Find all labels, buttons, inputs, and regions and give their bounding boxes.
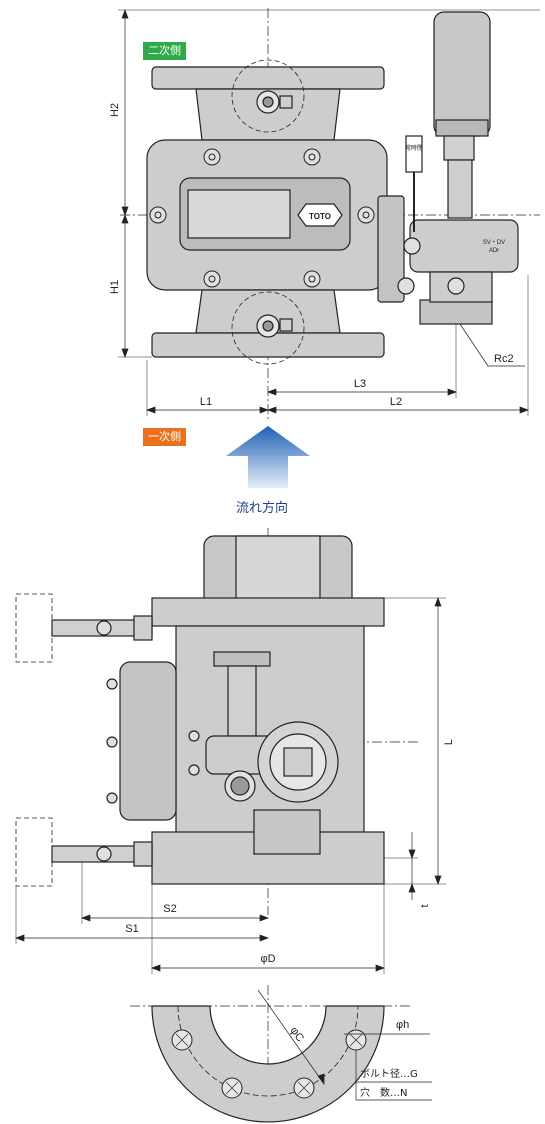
side-view-labels: L t S2 S1 φD [125, 739, 455, 965]
side-pilot-stem [227, 665, 257, 737]
strainer-base [253, 809, 321, 855]
h2-label: H2 [109, 103, 121, 117]
side-upper-flange [151, 597, 385, 627]
oc-label: φC [288, 1025, 307, 1044]
pilot-bolt [403, 237, 421, 255]
side-view [15, 528, 420, 915]
oh-label: φh [396, 1019, 409, 1031]
upper-port-valve [279, 95, 293, 109]
l2-label: L2 [390, 396, 402, 408]
nameplate [187, 189, 291, 239]
s2-label: S2 [163, 903, 176, 915]
bolt-size-label: ボルト径…G [360, 1067, 418, 1080]
upper-port-outline [231, 59, 305, 133]
flow-arrow [226, 426, 310, 488]
pilot-fittings [447, 159, 473, 219]
primary-side-tag: 一次側 [143, 428, 186, 446]
brand-logo [297, 203, 343, 227]
pilot-bolt [397, 277, 415, 295]
t-label: t [419, 904, 431, 907]
side-view-dimensions [15, 597, 446, 974]
lower-port-outline [231, 291, 305, 365]
od-label: φD [260, 953, 275, 965]
flange-view-dimensions [257, 989, 432, 1101]
pilot-base [419, 299, 493, 325]
l3-label: L3 [354, 378, 366, 390]
valve-mark-text: SV・DV [483, 240, 505, 246]
l-label: L [443, 739, 455, 745]
ghost-pipe-lower [15, 817, 53, 887]
front-view-labels: H2 H1 L1 L2 L3 Rc2 [109, 103, 514, 408]
rc2-label: Rc2 [494, 353, 514, 365]
top-flange [151, 66, 385, 90]
h1-label: H1 [109, 280, 121, 294]
brand-text: TOTO [309, 212, 331, 221]
s1-label: S1 [125, 923, 138, 935]
flow-direction-label: 流れ方向 [236, 501, 289, 516]
front-view-dimensions [118, 9, 540, 416]
diaphragm-housing [119, 661, 177, 821]
pilot-valve-body [409, 219, 519, 273]
pilot-stem [443, 135, 475, 161]
ghost-pipe-upper [15, 593, 53, 663]
secondary-side-tag: 二次側 [143, 42, 186, 60]
normally-closed-tag [405, 135, 423, 173]
normally-closed-text: 常時閉 [405, 144, 423, 152]
pilot-bolt [447, 277, 465, 295]
hole-count-label: 穴 数…N [360, 1086, 407, 1099]
pilot-cap [433, 11, 491, 137]
adr-text: ADr [489, 248, 499, 254]
lower-port-valve [279, 318, 293, 332]
l1-label: L1 [200, 396, 212, 408]
flange-half [151, 1005, 385, 1123]
flange-view [130, 985, 410, 1124]
front-view: TOTO [120, 8, 540, 420]
